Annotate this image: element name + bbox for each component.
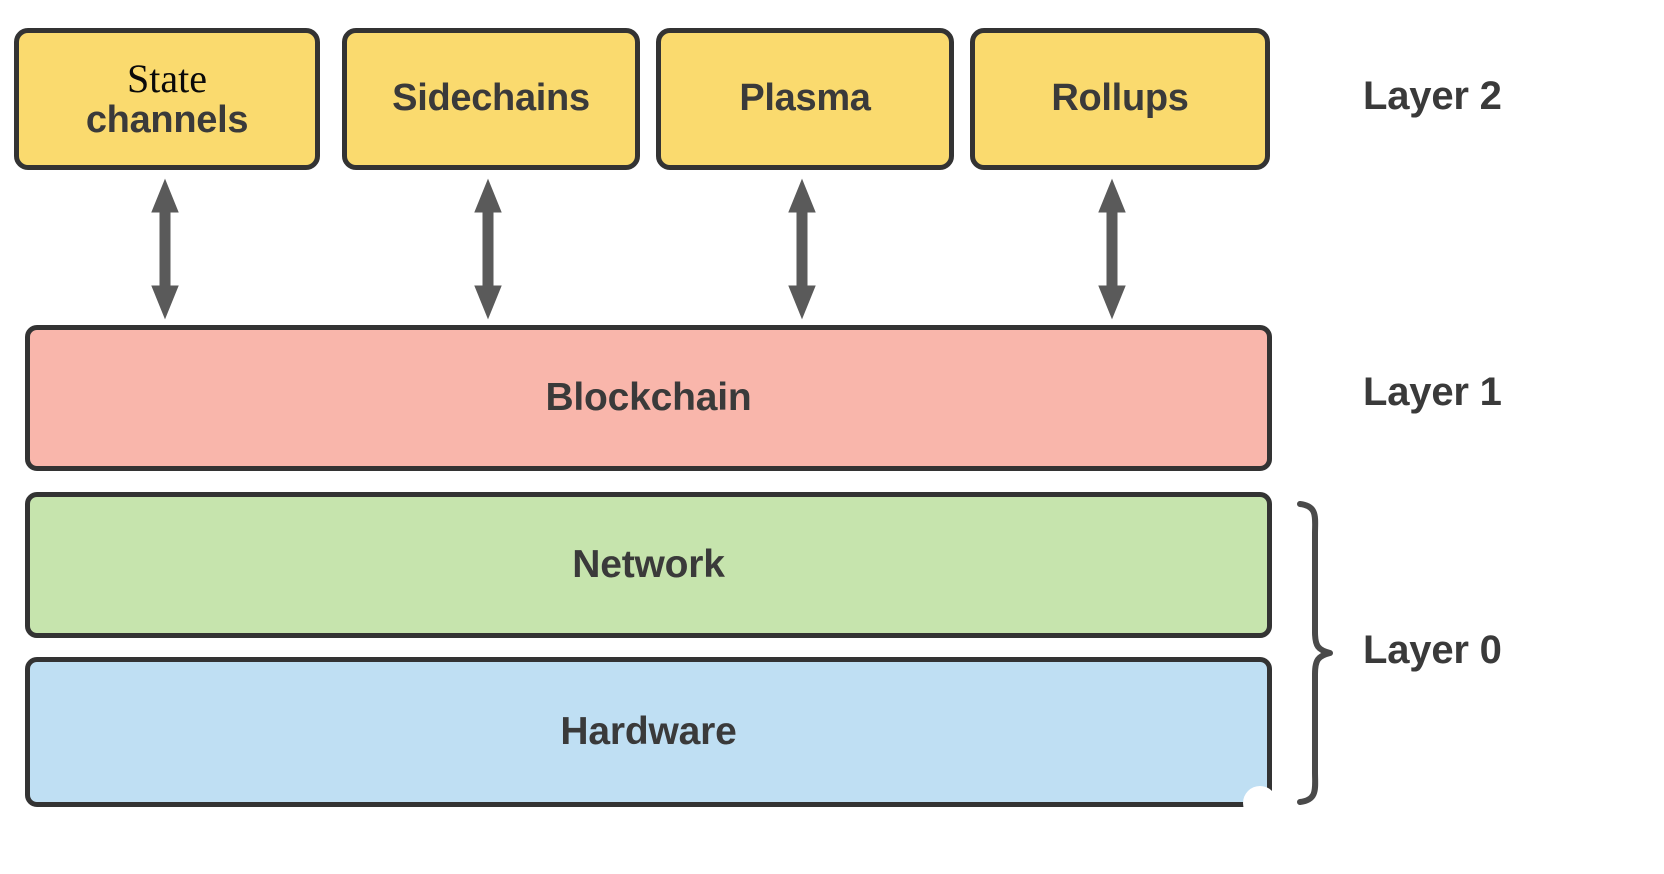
layer2-box-state-channels[interactable]: State channels [14,28,320,170]
layer0-bar-hardware[interactable]: Hardware [25,657,1272,807]
connector-arrow-sidechains [474,178,502,320]
layer1-bar-blockchain[interactable]: Blockchain [25,325,1272,471]
layer1-bar-blockchain-label: Blockchain [545,376,752,419]
layer0-grouping-brace [1297,501,1333,805]
connector-arrow-plasma [788,178,816,320]
layer2-box-sidechains-label: Sidechains [392,77,590,120]
layer2-box-state-channels-label-line2: channels [85,99,249,142]
layer0-bar-network[interactable]: Network [25,492,1272,638]
layer2-box-rollups-label: Rollups [1051,77,1189,120]
layer2-box-plasma-label: Plasma [739,77,871,120]
layer-caption-layer-2: Layer 2 [1363,74,1502,118]
layer0-bar-network-label: Network [572,543,725,586]
layer2-box-sidechains[interactable]: Sidechains [342,28,640,170]
layer2-box-plasma[interactable]: Plasma [656,28,954,170]
connector-arrow-rollups [1098,178,1126,320]
layer2-box-state-channels-label-line1: State [127,55,207,101]
layer-caption-layer-0: Layer 0 [1363,628,1502,672]
layer0-bar-hardware-label: Hardware [560,710,737,753]
layer-caption-layer-1: Layer 1 [1363,370,1502,414]
connector-arrow-state-channels [151,178,179,320]
layer2-box-rollups[interactable]: Rollups [970,28,1270,170]
